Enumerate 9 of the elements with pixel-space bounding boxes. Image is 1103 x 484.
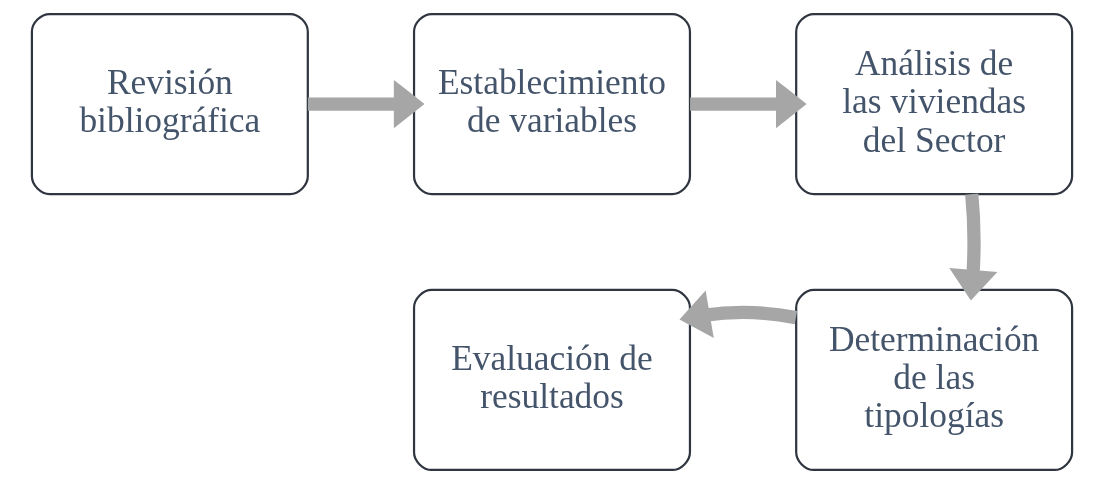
node-box: Establecimiento de variables — [412, 12, 691, 196]
node-box: Evaluación de resultados — [412, 288, 691, 472]
arrow — [307, 79, 424, 129]
arrow — [689, 79, 807, 129]
node-box: Análisis de las viviendas del Sector — [794, 12, 1073, 196]
arrow — [679, 290, 797, 339]
arrow — [948, 193, 997, 301]
node-box: Determinación de las tipologías — [794, 288, 1073, 472]
node-box: Revisión bibliográfica — [30, 12, 309, 196]
